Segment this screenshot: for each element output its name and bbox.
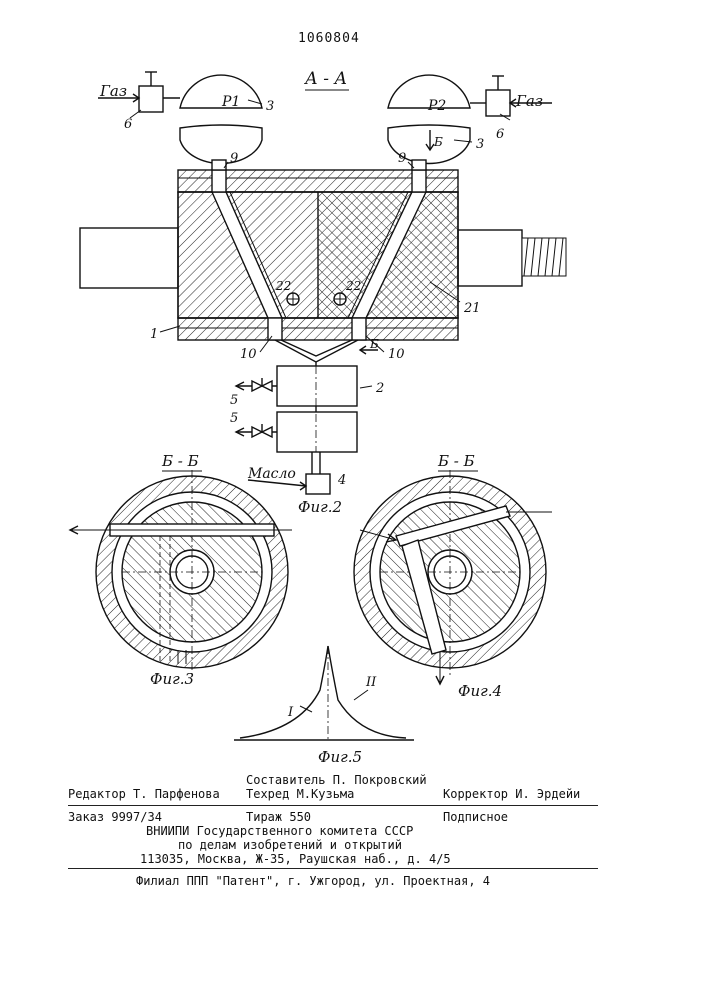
footer-divider-2 bbox=[68, 868, 598, 869]
label-6-left: 6 bbox=[124, 117, 132, 132]
fig4-drawing bbox=[354, 470, 552, 684]
label-oil: Масло bbox=[247, 466, 296, 482]
label-9-right: 9 bbox=[398, 151, 406, 166]
label-curve-I: I bbox=[287, 705, 294, 720]
left-tank-bottom bbox=[180, 125, 262, 163]
label-5-lower: 5 bbox=[230, 411, 238, 426]
fig5-drawing bbox=[234, 646, 414, 740]
oil-pump bbox=[306, 474, 330, 494]
label-10-left: 10 bbox=[240, 347, 257, 362]
fig3-drawing bbox=[70, 470, 292, 676]
label-b-bottom: Б bbox=[369, 337, 379, 351]
bottom-plate bbox=[178, 318, 458, 340]
shaft-thread bbox=[522, 238, 566, 276]
label-3-right: 3 bbox=[476, 137, 484, 152]
separator-upper bbox=[277, 366, 357, 406]
label-22-left: 22 bbox=[275, 279, 291, 293]
left-shaft bbox=[80, 228, 178, 288]
footer-divider-1 bbox=[68, 805, 598, 806]
label-2: 2 bbox=[375, 381, 384, 396]
section-title-aa: А - А bbox=[304, 69, 347, 89]
label-1: 1 bbox=[150, 327, 158, 342]
right-shaft bbox=[458, 230, 522, 286]
right-gas-valve bbox=[486, 90, 510, 116]
techred-line: Техред М.Кузьма bbox=[246, 787, 354, 801]
curve-II bbox=[328, 646, 406, 738]
fig3-caption: Фиг.3 bbox=[150, 670, 194, 688]
section-title-bb-right: Б - Б bbox=[437, 452, 475, 470]
fig2-drawing bbox=[80, 72, 566, 494]
label-3-left: 3 bbox=[266, 99, 274, 114]
left-gas-valve bbox=[139, 86, 163, 112]
label-21: 21 bbox=[463, 301, 481, 316]
fig4-caption: Фиг.4 bbox=[458, 682, 502, 700]
fig5-caption: Фиг.5 bbox=[318, 748, 362, 766]
section-title-bb-left: Б - Б bbox=[161, 452, 199, 470]
label-gas-left: Газ bbox=[99, 82, 127, 100]
order-line: Заказ 9997/34 bbox=[68, 810, 162, 824]
label-gas-right: Газ bbox=[515, 92, 543, 110]
separator-lower bbox=[277, 412, 357, 452]
label-6-right: 6 bbox=[496, 127, 504, 142]
label-p1: P1 bbox=[221, 94, 240, 110]
label-22-right: 22 bbox=[345, 279, 361, 293]
curve-I bbox=[240, 646, 328, 738]
label-p2: P2 bbox=[427, 98, 446, 114]
fig2-caption: Фиг.2 bbox=[298, 498, 342, 516]
subscription-line: Подписное bbox=[443, 810, 508, 824]
label-10-right: 10 bbox=[388, 347, 405, 362]
left-tank-top bbox=[180, 75, 262, 108]
org-line-1: ВНИИПИ Государственного комитета СССР bbox=[146, 824, 413, 838]
label-b-top: Б bbox=[433, 135, 443, 149]
branch-line: Филиал ППП "Патент", г. Ужгород, ул. Про… bbox=[136, 874, 490, 888]
label-9-left: 9 bbox=[230, 151, 238, 166]
label-4: 4 bbox=[337, 473, 346, 488]
org-line-2: по делам изобретений и открытий bbox=[178, 838, 402, 852]
label-curve-II: II bbox=[365, 675, 377, 690]
address-line: 113035, Москва, Ж-35, Раушская наб., д. … bbox=[140, 852, 451, 866]
print-run-line: Тираж 550 bbox=[246, 810, 311, 824]
corrector-line: Корректор И. Эрдейи bbox=[443, 787, 580, 801]
compiler-line: Составитель П. Покровский bbox=[246, 773, 427, 787]
editor-line: Редактор Т. Парфенова bbox=[68, 787, 220, 801]
label-5-upper: 5 bbox=[230, 393, 238, 408]
